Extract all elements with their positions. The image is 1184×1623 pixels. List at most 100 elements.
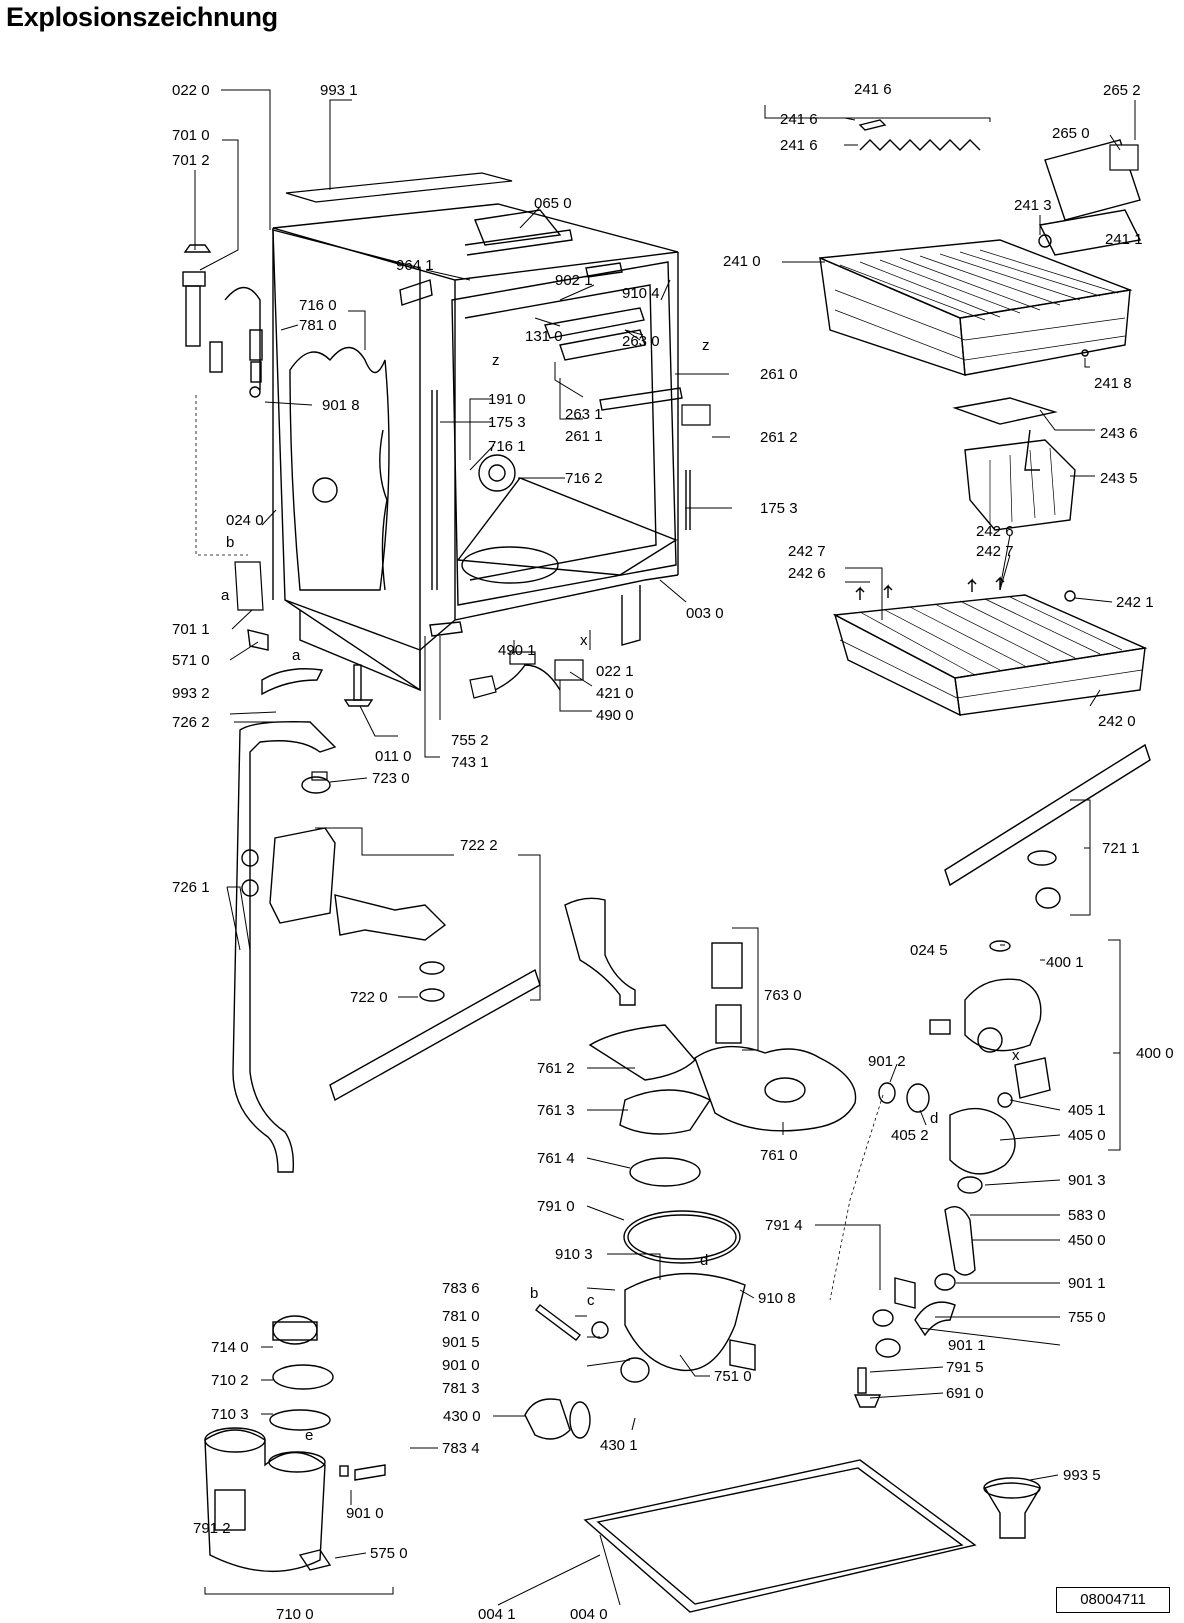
part-label: 901 8 <box>322 397 360 414</box>
part-number-labels: 022 0 993 1 701 0 701 2 065 0 964 1 902 … <box>172 81 1174 1623</box>
upper-basket-drawing <box>819 119 1142 377</box>
part-label: 726 2 <box>172 714 210 731</box>
part-label: 763 0 <box>764 987 802 1004</box>
part-label: 263 0 <box>622 333 660 350</box>
letter-mark: e <box>305 1427 313 1444</box>
part-label: 791 2 <box>193 1520 231 1537</box>
part-label: 242 0 <box>1098 713 1136 730</box>
part-label: 761 2 <box>537 1060 575 1077</box>
part-label: 450 0 <box>1068 1232 1106 1249</box>
part-label: 901 0 <box>442 1357 480 1374</box>
letter-mark: b <box>530 1285 538 1302</box>
part-label: 761 4 <box>537 1150 575 1167</box>
part-label: 022 0 <box>172 82 210 99</box>
part-label: 430 1 <box>600 1437 638 1454</box>
part-label: 901 3 <box>1068 1172 1106 1189</box>
letter-mark: a <box>221 587 230 604</box>
part-label: 910 8 <box>758 1290 796 1307</box>
part-label: 243 5 <box>1100 470 1138 487</box>
part-label: 791 4 <box>765 1217 803 1234</box>
part-label: 003 0 <box>686 605 724 622</box>
part-label: 993 5 <box>1063 1467 1101 1484</box>
part-label: 751 0 <box>714 1368 752 1385</box>
part-label: 241 1 <box>1105 231 1143 248</box>
part-label: 243 6 <box>1100 425 1138 442</box>
inlet-hose-drawing <box>182 244 324 696</box>
part-label: 191 0 <box>488 391 526 408</box>
letter-mark: x <box>1012 1047 1020 1064</box>
upper-spray-arm-drawing <box>944 743 1151 909</box>
part-label: 710 0 <box>276 1606 314 1623</box>
letter-mark: d <box>700 1252 708 1269</box>
part-label: 901 2 <box>868 1053 906 1070</box>
part-label: 716 1 <box>488 438 526 455</box>
letter-mark: c <box>587 1292 595 1309</box>
part-label: 490 0 <box>596 707 634 724</box>
part-label: 261 0 <box>760 366 798 383</box>
cutlery-basket-drawing <box>952 397 1076 531</box>
part-label: 902 1 <box>555 272 593 289</box>
part-label: 405 2 <box>891 1127 929 1144</box>
part-label: 241 6 <box>780 137 818 154</box>
part-label: 024 5 <box>910 942 948 959</box>
circulation-pump-drawing <box>829 940 1051 1408</box>
part-label: 723 0 <box>372 770 410 787</box>
part-label: 993 1 <box>320 82 358 99</box>
part-label: 004 1 <box>478 1606 516 1623</box>
part-label: 901 0 <box>346 1505 384 1522</box>
part-label: 743 1 <box>451 754 489 771</box>
part-label: 710 3 <box>211 1406 249 1423</box>
part-label: 024 0 <box>226 512 264 529</box>
part-label: 004 0 <box>570 1606 608 1623</box>
part-label: 964 1 <box>396 257 434 274</box>
part-label: 701 0 <box>172 127 210 144</box>
part-label: 131 0 <box>525 328 563 345</box>
sump-filter-drawing <box>524 897 857 1440</box>
part-label: 726 1 <box>172 879 210 896</box>
part-label: 761 0 <box>760 1147 798 1164</box>
part-label: 175 3 <box>760 500 798 517</box>
part-label: 722 0 <box>350 989 388 1006</box>
connection-letter-marks: b a a z z x x d b c e d <box>221 337 1020 1444</box>
water-pipe-drawing <box>232 721 541 1173</box>
part-label: 781 0 <box>299 317 337 334</box>
part-label: 716 0 <box>299 297 337 314</box>
part-label: 901 5 <box>442 1334 480 1351</box>
part-label: 175 3 <box>488 414 526 431</box>
part-label: 261 1 <box>565 428 603 445</box>
document-number-box: 08004711 <box>1056 1587 1170 1613</box>
page-title: Explosionszeichnung <box>6 2 278 32</box>
part-label: 242 7 <box>976 543 1014 560</box>
part-label: 783 4 <box>442 1440 480 1457</box>
leader-lines <box>194 89 1136 1606</box>
part-label: 241 6 <box>780 111 818 128</box>
part-label: 022 1 <box>596 663 634 680</box>
water-softener-drawing <box>204 1315 386 1573</box>
part-label: 710 2 <box>211 1372 249 1389</box>
part-label: 490 1 <box>498 642 536 659</box>
part-label: 761 3 <box>537 1102 575 1119</box>
part-label: 571 0 <box>172 652 210 669</box>
part-label: 241 3 <box>1014 197 1052 214</box>
part-label: 721 1 <box>1102 840 1140 857</box>
part-label: 261 2 <box>760 429 798 446</box>
document-number: 08004711 <box>1080 1591 1146 1608</box>
part-label: 910 4 <box>622 285 660 302</box>
letter-mark: d <box>930 1110 938 1127</box>
part-label: 400 1 <box>1046 954 1084 971</box>
part-label: 755 2 <box>451 732 489 749</box>
lower-basket-drawing <box>832 576 1148 717</box>
part-label: 791 0 <box>537 1198 575 1215</box>
part-label: 405 1 <box>1068 1102 1106 1119</box>
part-label: 714 0 <box>211 1339 249 1356</box>
part-label: 065 0 <box>534 195 572 212</box>
part-label: 011 0 <box>375 748 411 765</box>
part-label: 781 3 <box>442 1380 480 1397</box>
part-label: 241 0 <box>723 253 761 270</box>
part-label: 430 0 <box>443 1408 481 1425</box>
part-label: 242 6 <box>788 565 826 582</box>
part-label: 242 1 <box>1116 594 1154 611</box>
part-label: 242 6 <box>976 523 1014 540</box>
part-label: 901 1 <box>948 1337 986 1354</box>
